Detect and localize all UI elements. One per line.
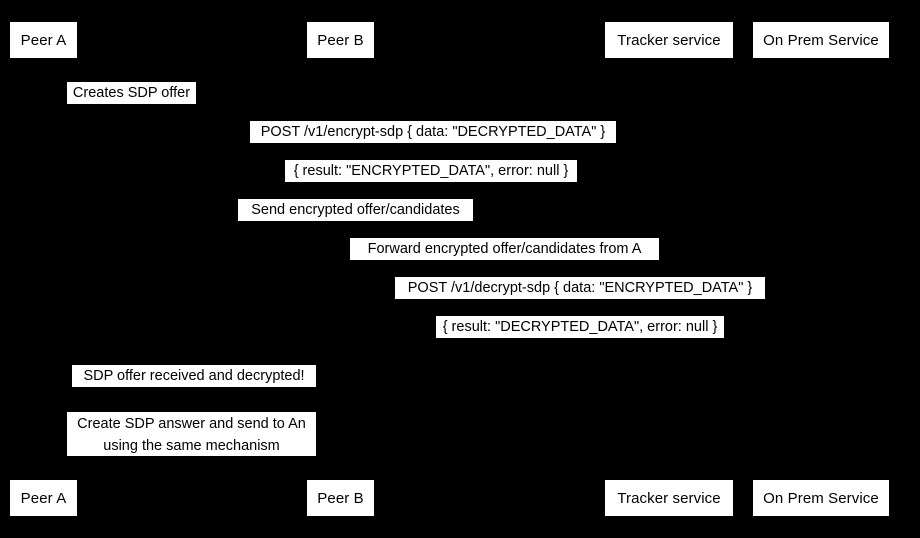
participant-footer-peer-b[interactable]: Peer B: [307, 480, 374, 516]
lifeline-peer-a: [43, 57, 44, 480]
message-label-sdp-offer-received: SDP offer received and decrypted!: [72, 365, 316, 387]
participant-footer-tracker-service[interactable]: Tracker service: [605, 480, 733, 516]
arrow-create-sdp-answer: [43, 445, 88, 446]
message-label-post-decrypt-sdp: POST /v1/decrypt-sdp { data: "ENCRYPTED_…: [395, 277, 765, 299]
participant-label: Peer B: [317, 31, 364, 49]
message-label-decrypt-sdp-result: { result: "DECRYPTED_DATA", error: null …: [436, 316, 724, 338]
lifeline-tracker-service: [668, 57, 669, 480]
message-text-line-1: Create SDP answer and send to An: [77, 416, 306, 432]
participant-footer-on-prem-service[interactable]: On Prem Service: [753, 480, 889, 516]
participant-label: On Prem Service: [763, 489, 879, 507]
message-label-send-encrypted-offer: Send encrypted offer/candidates: [238, 199, 473, 221]
message-text: { result: "ENCRYPTED_DATA", error: null …: [293, 163, 569, 179]
message-label-post-encrypt-sdp: POST /v1/encrypt-sdp { data: "DECRYPTED_…: [250, 121, 616, 143]
message-label-encrypt-sdp-result: { result: "ENCRYPTED_DATA", error: null …: [285, 160, 577, 182]
participant-label: Peer A: [20, 489, 67, 507]
message-text: POST /v1/encrypt-sdp { data: "DECRYPTED_…: [260, 124, 606, 140]
participant-label: Tracker service: [617, 31, 721, 49]
message-text: { result: "DECRYPTED_DATA", error: null …: [442, 319, 718, 335]
message-text: Forward encrypted offer/candidates from …: [367, 241, 642, 257]
message-text: Send encrypted offer/candidates: [251, 202, 460, 218]
participant-header-on-prem-service[interactable]: On Prem Service: [753, 22, 889, 58]
message-label-create-sdp-answer: Create SDP answer and send to An using t…: [67, 412, 316, 456]
lifeline-on-prem-service: [820, 57, 821, 480]
message-text: POST /v1/decrypt-sdp { data: "ENCRYPTED_…: [407, 280, 753, 296]
participant-label: On Prem Service: [763, 31, 879, 49]
arrow-sdp-offer-received: [43, 386, 88, 387]
message-text: SDP offer received and decrypted!: [83, 368, 305, 384]
participant-header-peer-a[interactable]: Peer A: [10, 22, 77, 58]
participant-label: Peer A: [20, 31, 67, 49]
message-label-creates-sdp-offer: Creates SDP offer: [67, 82, 196, 104]
participant-header-tracker-service[interactable]: Tracker service: [605, 22, 733, 58]
message-text-line-2: using the same mechanism: [103, 438, 280, 454]
participant-label: Tracker service: [617, 489, 721, 507]
participant-label: Peer B: [317, 489, 364, 507]
lifeline-peer-b: [340, 57, 341, 480]
participant-header-peer-b[interactable]: Peer B: [307, 22, 374, 58]
participant-footer-peer-a[interactable]: Peer A: [10, 480, 77, 516]
arrow-creates-sdp-offer: [43, 103, 88, 104]
message-label-forward-encrypted-offer: Forward encrypted offer/candidates from …: [350, 238, 659, 260]
message-text: Creates SDP offer: [72, 85, 191, 101]
